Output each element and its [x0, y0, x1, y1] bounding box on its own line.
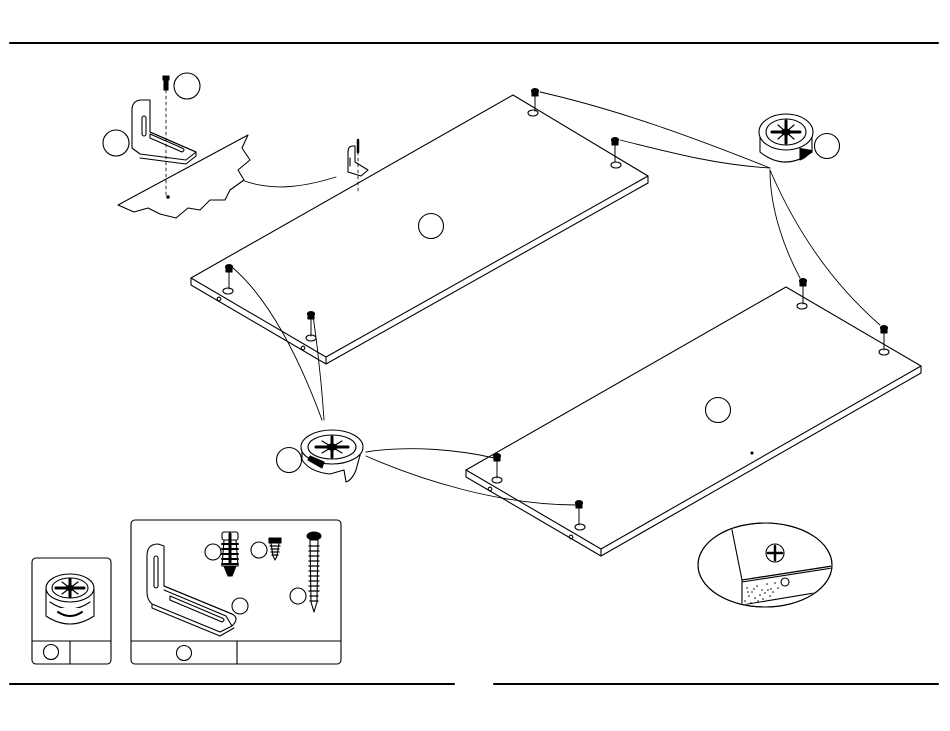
lower-panel: [466, 287, 921, 556]
part-callout: [277, 448, 302, 473]
cam-lock-detail-left: [277, 430, 364, 482]
corner-zoom-detail: [698, 520, 832, 610]
upper-panel: [191, 95, 648, 364]
part-callout: [815, 134, 840, 159]
panel-part-callout: [419, 214, 444, 239]
parts-box-hardware: [131, 520, 341, 664]
bracket-detail: [103, 73, 250, 218]
cam-lock-detail-right: [759, 114, 840, 162]
panel-part-callout: [706, 398, 731, 423]
part-callout: [103, 130, 129, 156]
parts-box-cam-lock: [32, 558, 111, 664]
part-callout: [174, 73, 200, 99]
